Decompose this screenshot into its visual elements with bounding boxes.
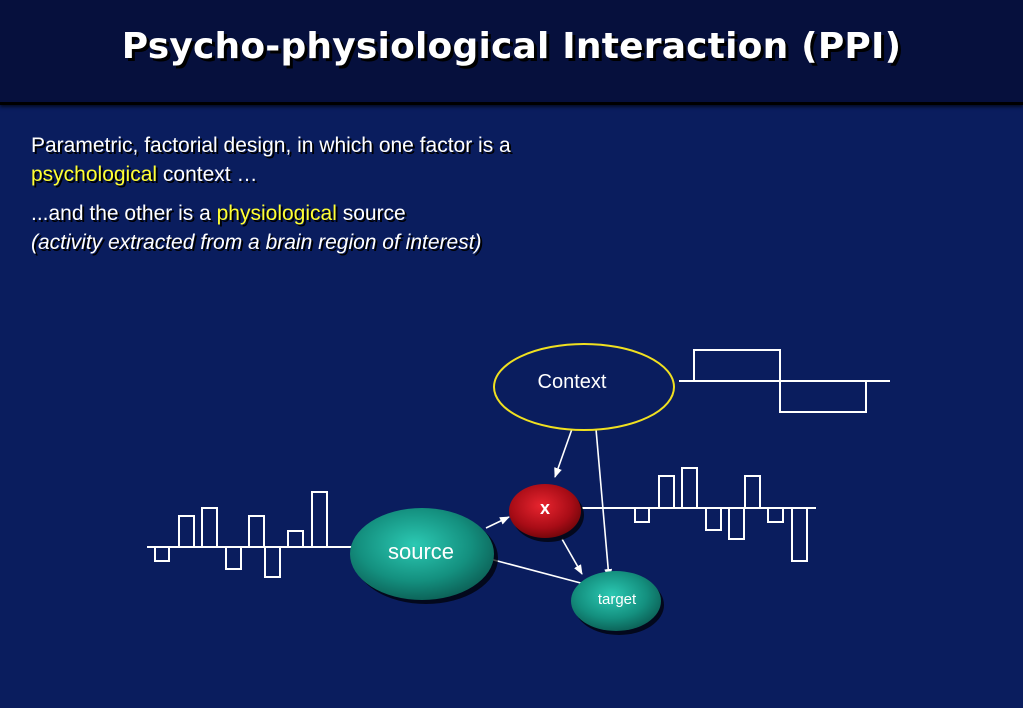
interaction-bar [767,507,784,523]
interaction-bar [681,467,698,509]
source-bar [264,546,281,578]
text-line-3-suffix: source [336,202,406,225]
physiological-highlight: physiological [216,202,337,225]
source-node: source [350,508,498,604]
text-line-1: Parametric, factorial design, in which o… [31,134,511,157]
interaction-bar [658,475,675,509]
text-line-4: (activity extracted from a brain region … [31,231,482,254]
paragraph-2: ...and the other is a physiological sour… [31,199,482,257]
source-bar [311,491,328,548]
psychological-highlight: psychological [31,163,158,186]
source-waveform [147,491,352,578]
source-bar [154,546,170,562]
context-block-off [779,380,867,413]
title-bar [0,0,1023,105]
arrow-source-to-multiply [485,516,510,529]
interaction-bar [728,507,745,540]
arrow-multiply-to-target [561,538,583,575]
context-label: Context [538,371,607,393]
source-bar [287,530,304,548]
multiply-label: x [540,498,550,518]
interaction-waveform [582,467,816,562]
slide-title: Psycho-physiological Interaction (PPI) [121,26,902,67]
source-bar [225,546,242,570]
arrow-source-to-target [489,558,593,588]
context-node: Context [493,343,675,431]
source-bar [201,507,218,548]
arrow-context-to-multiply [554,428,573,478]
source-bar [248,515,265,548]
interaction-bar [705,507,722,531]
multiply-node: x [509,484,584,542]
interaction-bar [634,507,650,523]
text-line-2: context … [157,163,258,186]
target-label: target [598,591,637,608]
paragraph-1: Parametric, factorial design, in which o… [31,131,511,189]
interaction-bar [744,475,761,509]
context-waveform [679,349,890,413]
arrow-context-to-target [595,428,613,579]
source-bar [178,515,195,548]
context-block-on [693,349,781,382]
target-node: target [571,571,664,635]
source-label: source [388,539,454,564]
text-line-3-prefix: ...and the other is a [31,202,217,225]
interaction-bar [791,507,808,562]
